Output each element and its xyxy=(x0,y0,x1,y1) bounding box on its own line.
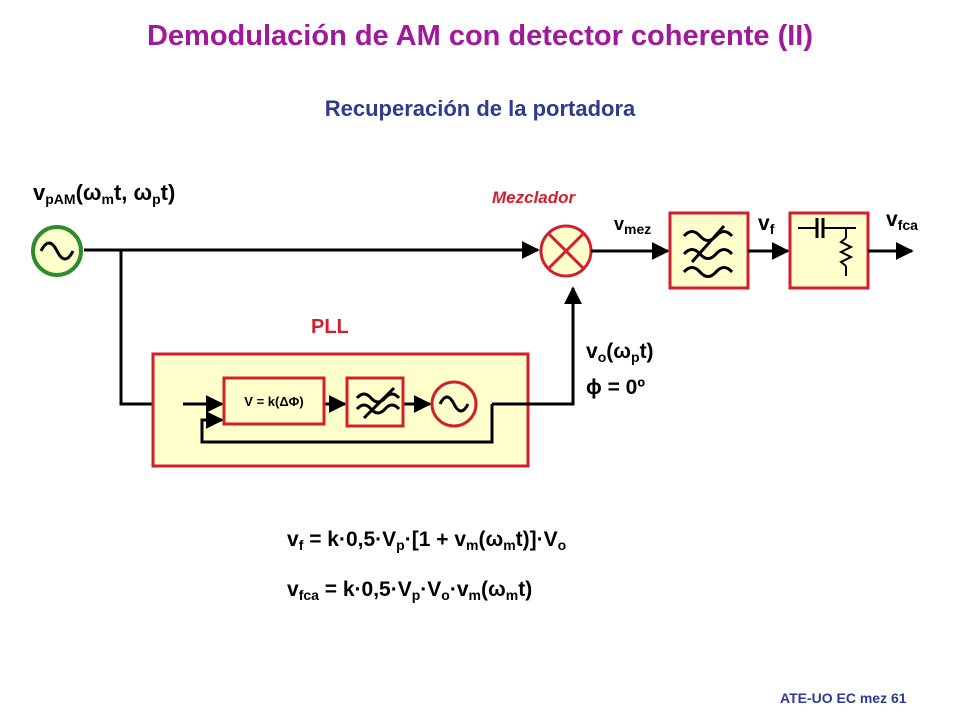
sine-source-icon xyxy=(31,225,83,277)
label-vf: vf xyxy=(758,212,775,237)
lowpass-filter-icon xyxy=(345,376,405,428)
label-vo: vo(ωpt) xyxy=(586,340,654,365)
phase-detector-box xyxy=(222,376,326,426)
footer-slide-id: ATE-UO EC mez 61 xyxy=(780,690,907,706)
label-phi: ϕ = 0º xyxy=(586,376,646,399)
page-title: Demodulación de AM con detector coherent… xyxy=(146,20,813,52)
page-subtitle: Recuperación de la portadora xyxy=(324,96,636,121)
label-pll: PLL xyxy=(311,316,349,338)
label-vfca: vfca xyxy=(886,208,918,233)
capacitor-resistor-icon xyxy=(788,211,870,290)
label-vmez: vmez xyxy=(614,214,652,237)
wire-pll-feedback xyxy=(200,404,494,444)
output-filter-icon xyxy=(668,211,750,290)
equation-vfca: vfca = k·0,5·Vp·Vo·vm(ωmt) xyxy=(287,578,533,603)
multiplier-icon xyxy=(539,224,593,278)
equation-vf: vf = k·0,5·Vp·[1 + vm(ωmt)]·Vo xyxy=(287,528,567,553)
vco-icon xyxy=(430,380,478,428)
phase-detector-label: V = k(ΔΦ) xyxy=(244,394,304,409)
label-vpam: vpAM(ωmt, ωpt) xyxy=(33,180,176,207)
wire-pll-to-mixer xyxy=(492,286,582,406)
label-mezclador: Mezclador xyxy=(492,188,576,207)
